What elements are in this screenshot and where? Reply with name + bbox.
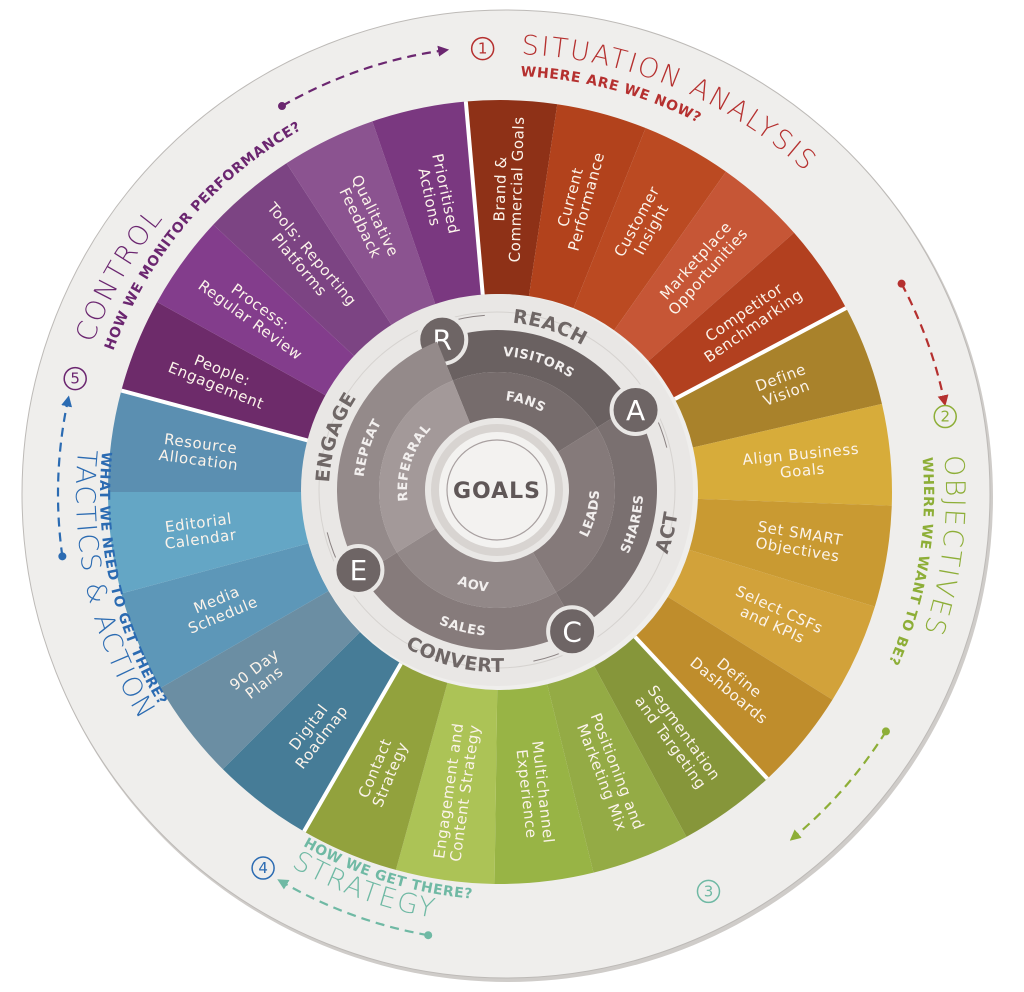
cycle-arrow-start-dot	[881, 727, 890, 736]
segment-wedge[interactable]	[160, 591, 360, 770]
segment-label: PrioritisedActions	[412, 152, 463, 239]
race-band-ring	[318, 311, 676, 669]
race-inner-wedge	[452, 371, 598, 452]
cycle-arrow	[789, 730, 887, 841]
segment-wedge[interactable]	[108, 492, 309, 594]
race-letter: C	[562, 615, 582, 648]
stage-divider	[302, 662, 403, 833]
goals-center: GOALS	[431, 424, 563, 556]
segment-wedge[interactable]	[614, 171, 795, 362]
segment-wedge[interactable]	[213, 163, 393, 357]
segment-wedge[interactable]	[667, 549, 875, 700]
segment-wedge[interactable]	[689, 498, 892, 607]
stage-number: 5	[70, 370, 80, 388]
segment-wedge[interactable]	[674, 307, 882, 448]
segment-wedge[interactable]	[547, 666, 687, 873]
segment-wedge[interactable]	[528, 104, 646, 309]
stage-number-circle	[696, 879, 721, 904]
segment-wedge[interactable]	[121, 301, 327, 441]
segment-wedge[interactable]	[121, 543, 329, 688]
stage-number: 4	[258, 859, 268, 877]
stage-number-circle	[251, 856, 275, 880]
race-outer-wedge	[361, 552, 577, 650]
race-outer-wedge	[337, 341, 453, 575]
segment-wedge[interactable]	[692, 403, 892, 506]
race-letter-badge	[546, 605, 599, 658]
cycle-arrow	[281, 45, 450, 107]
cycle-arrow-start-dot	[58, 552, 67, 561]
cycle-arrow	[56, 395, 73, 557]
segment-wedge[interactable]	[304, 663, 448, 870]
stage-number-circle	[470, 36, 495, 61]
segment-wedge[interactable]	[494, 684, 594, 884]
stage-number-circle	[63, 366, 87, 391]
segment-label: Brand &Commercial Goals	[489, 116, 528, 263]
segment-wedge[interactable]	[108, 390, 309, 492]
race-letter: A	[626, 394, 645, 427]
stage-divider	[463, 101, 485, 295]
segment-wedge[interactable]	[635, 596, 833, 779]
stage-number-circle	[933, 404, 957, 429]
segment-wedge[interactable]	[286, 121, 436, 326]
cycle-arrow-start-dot	[278, 102, 286, 111]
cycle-arrow	[900, 283, 949, 407]
race-outer-wedge	[556, 405, 657, 629]
segment-wedge[interactable]	[465, 100, 558, 297]
stage-number: 1	[478, 40, 488, 58]
segment-wedge[interactable]	[222, 632, 401, 832]
cycle-arrow	[277, 879, 429, 937]
race-letter-badge	[609, 384, 662, 436]
cycle-arrow-start-dot	[424, 931, 433, 940]
stage-divider	[120, 388, 310, 443]
segment-wedge[interactable]	[648, 232, 847, 400]
stage-number: 3	[704, 882, 714, 900]
goals-label: GOALS	[453, 479, 541, 504]
goals-inner-ring	[446, 439, 548, 541]
race-inner-wedge	[533, 427, 616, 593]
cycle-arrow-start-dot	[897, 279, 906, 288]
race-inner-wedge	[396, 528, 556, 608]
stage-divider	[673, 306, 848, 401]
segment-wedge[interactable]	[157, 224, 356, 397]
stage-number: 2	[940, 408, 950, 426]
segment-wedge[interactable]	[372, 101, 483, 305]
race-letter-badge	[332, 544, 385, 596]
segment-wedge[interactable]	[395, 682, 498, 884]
race-inner-wedge	[379, 380, 471, 553]
goals-disk	[431, 424, 563, 556]
stage-divider	[633, 635, 769, 781]
race-outer-wedge	[437, 330, 633, 428]
race-letter: E	[350, 554, 368, 587]
cycle-arrows	[56, 45, 949, 940]
segment-wedge[interactable]	[573, 128, 726, 331]
segment-wedge[interactable]	[594, 636, 768, 837]
